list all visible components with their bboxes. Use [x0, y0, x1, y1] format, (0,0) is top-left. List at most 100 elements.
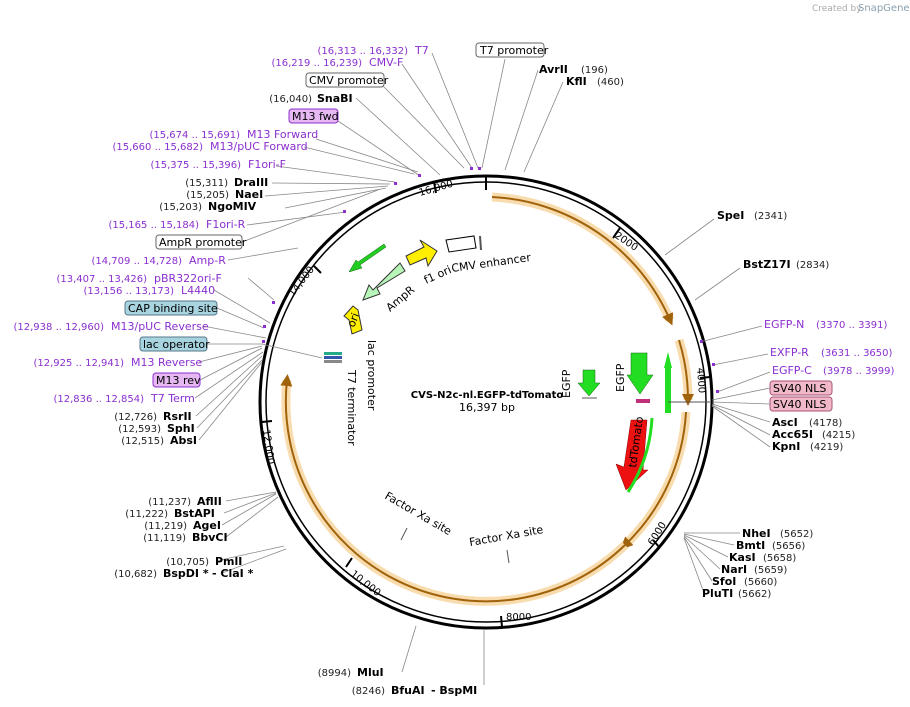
svg-text:KasI: KasI: [729, 551, 756, 564]
enzyme-bspdi: (10,682) BspDI * - ClaI *: [114, 567, 253, 580]
svg-text:F1ori-F: F1ori-F: [248, 158, 286, 171]
svg-text:(5659): (5659): [754, 565, 787, 576]
svg-text:T7 Term: T7 Term: [150, 392, 195, 405]
svg-text:(5660): (5660): [744, 577, 777, 588]
svg-text:(15,375 .. 15,396): (15,375 .. 15,396): [151, 160, 242, 171]
svg-text:M13 rev: M13 rev: [156, 374, 201, 387]
svg-text:AscI: AscI: [772, 416, 798, 429]
tick-marks: [261, 176, 711, 628]
svg-text:(2834): (2834): [796, 260, 829, 271]
svg-text:NheI: NheI: [742, 527, 771, 540]
svg-text:SnaBI: SnaBI: [317, 92, 353, 105]
plasmid-length: 16,397 bp: [459, 401, 515, 414]
svg-text:DraIII: DraIII: [234, 176, 268, 189]
svg-text:(13,156 .. 13,173): (13,156 .. 13,173): [84, 286, 175, 297]
svg-text:(5662): (5662): [738, 589, 771, 600]
svg-text:M13/pUC Forward: M13/pUC Forward: [210, 140, 308, 153]
svg-text:- ClaI *: - ClaI *: [212, 567, 254, 580]
feature-egfp-c: [664, 352, 672, 413]
enzyme-avrii: AvrII (196): [539, 63, 608, 76]
svg-text:M13/pUC Reverse: M13/pUC Reverse: [111, 320, 209, 333]
enzyme-spei: SpeI (2341): [717, 209, 787, 222]
primer-amp-r: (14,709 .. 14,728) Amp-R: [92, 254, 227, 267]
enzyme-nari: NarI (5659): [721, 563, 787, 576]
sv40-nls-box-2: SV40 NLS: [769, 396, 833, 412]
f1-ori-label: f1 ori: [422, 263, 453, 287]
egfp-b-label: EGFP: [614, 363, 627, 392]
m13-fwd-box: M13 fwd: [288, 108, 339, 124]
svg-text:(16,219 .. 16,239): (16,219 .. 16,239): [272, 58, 363, 69]
svg-text:(15,203): (15,203): [159, 202, 202, 213]
svg-text:(10,705): (10,705): [166, 557, 209, 568]
primer-m13-puc-reverse: (12,938 .. 12,960) M13/pUC Reverse: [14, 320, 209, 333]
svg-text:(4219): (4219): [810, 442, 843, 453]
cmv-enhancer-label: CMV enhancer: [451, 251, 532, 275]
enzyme-bfuai: (8246) BfuAI - BspMI: [352, 684, 478, 697]
svg-text:L4440: L4440: [181, 284, 215, 297]
svg-text:NgoMIV: NgoMIV: [208, 200, 257, 213]
feature-egfp-b: [626, 352, 654, 395]
enzyme-draiii: (15,311) DraIII: [185, 176, 268, 189]
tick-12000: 12,000: [260, 429, 276, 465]
enzyme-acc65i: Acc65I (4215): [772, 428, 855, 441]
primer-egfp-c: EGFP-C (3978 .. 3999): [772, 364, 895, 377]
svg-text:(15,205): (15,205): [186, 190, 229, 201]
enzyme-bmti: BmtI (5656): [736, 539, 805, 552]
svg-text:(16,313 .. 16,332): (16,313 .. 16,332): [318, 46, 409, 57]
m13-rev-box: M13 rev: [152, 372, 201, 388]
svg-text:(3370 .. 3391): (3370 .. 3391): [816, 320, 888, 331]
svg-text:Acc65I: Acc65I: [772, 428, 813, 441]
tick-6000: 6000: [646, 520, 669, 547]
lac-operator-box: lac operator: [139, 336, 210, 352]
svg-text:(5656): (5656): [772, 541, 805, 552]
primer-cmv-f: (16,219 .. 16,239) CMV-F: [272, 56, 404, 69]
svg-text:BstAPI: BstAPI: [174, 507, 215, 520]
primer-t7: (16,313 .. 16,332) T7: [318, 44, 429, 57]
enzyme-bstapi: (11,222) BstAPI: [125, 507, 215, 520]
svg-text:CAP binding site: CAP binding site: [128, 302, 218, 315]
cap-site-box: CAP binding site: [124, 300, 218, 316]
svg-text:SfoI: SfoI: [712, 575, 736, 588]
svg-text:BstZ17I: BstZ17I: [743, 258, 791, 271]
svg-text:(5658): (5658): [763, 553, 796, 564]
enzyme-sfoi: SfoI (5660): [712, 575, 777, 588]
factor-xa-label-2: Factor Xa site: [468, 523, 544, 549]
svg-text:NarI: NarI: [721, 563, 747, 576]
ampr-label: AmpR: [384, 283, 418, 314]
svg-text:(15,674 .. 15,691): (15,674 .. 15,691): [150, 130, 241, 141]
primer-f1ori-r: (15,165 .. 15,184) F1ori-R: [109, 218, 246, 231]
enzyme-kasi: KasI (5658): [729, 551, 796, 564]
svg-text:(5652): (5652): [780, 529, 813, 540]
enzyme-bstz17i: BstZ17I (2834): [743, 258, 829, 271]
svg-text:(8246): (8246): [352, 686, 385, 697]
svg-text:BfuAI: BfuAI: [391, 684, 425, 697]
svg-text:(4215): (4215): [822, 430, 855, 441]
enzyme-kfli: KflI (460): [566, 75, 624, 88]
feature-f1-ori: [405, 239, 438, 268]
svg-text:(460): (460): [597, 77, 624, 88]
svg-text:(15,660 .. 15,682): (15,660 .. 15,682): [113, 142, 204, 153]
svg-text:(12,836 .. 12,854): (12,836 .. 12,854): [54, 394, 145, 405]
enzyme-nhei: NheI (5652): [742, 527, 813, 540]
svg-text:(12,726): (12,726): [114, 412, 157, 423]
primer-exfp-r: EXFP-R (3631 .. 3650): [770, 346, 893, 359]
svg-text:T7: T7: [414, 44, 429, 57]
enzyme-agei: (11,219) AgeI: [144, 519, 221, 532]
orf-highlights: [280, 192, 694, 606]
svg-text:MluI: MluI: [357, 666, 384, 679]
svg-text:KflI: KflI: [566, 75, 587, 88]
svg-text:BspDI *: BspDI *: [163, 567, 209, 580]
enzyme-aflii: (11,237) AflII: [148, 495, 222, 508]
feature-egfp-a: [577, 369, 601, 399]
enzyme-absi: (12,515) AbsI: [121, 434, 197, 447]
svg-text:(196): (196): [581, 65, 608, 76]
feature-ori: [343, 305, 363, 335]
primer-egfp-n: EGFP-N (3370 .. 3391): [764, 318, 888, 331]
t7-terminator-label: T7 terminator: [345, 369, 358, 446]
connector-lines: [194, 52, 771, 685]
ampr-promoter-box: AmpR promoter: [155, 234, 247, 250]
svg-text:AvrII: AvrII: [539, 63, 568, 76]
feature-lac-region: [324, 352, 342, 363]
enzyme-kpni: KpnI (4219): [772, 440, 843, 453]
enzyme-snabi: (16,040) SnaBI: [269, 92, 352, 105]
